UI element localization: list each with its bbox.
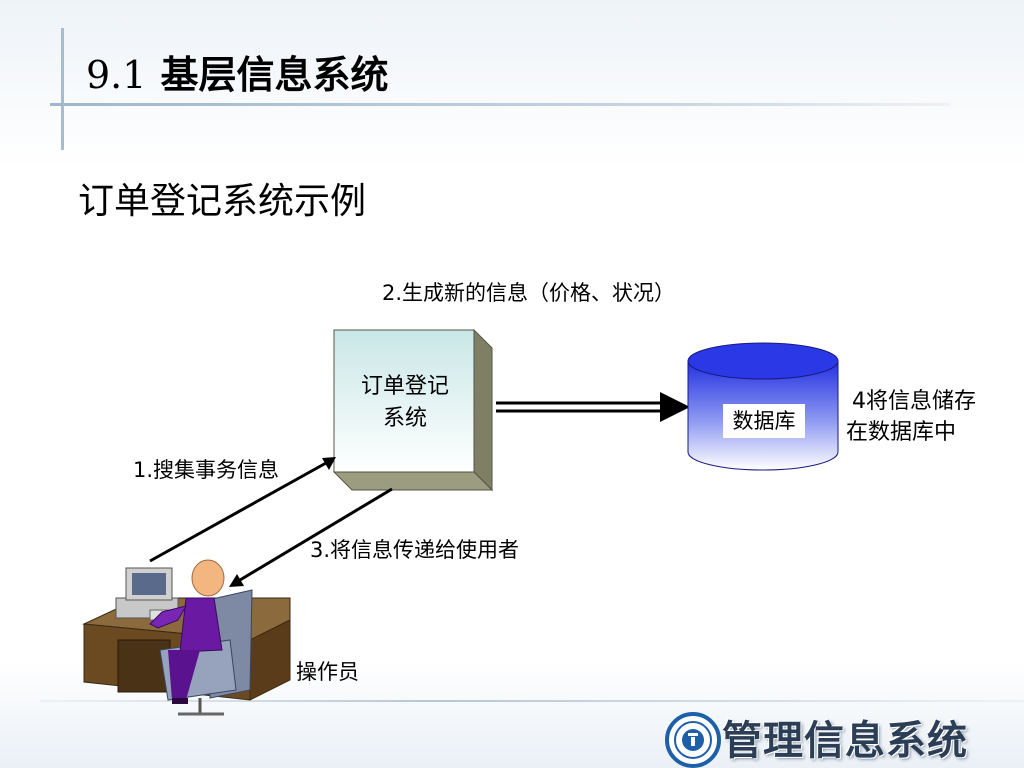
database-label: 数据库 <box>723 404 805 438</box>
step4-line1: 4将信息储存 <box>852 389 976 414</box>
step4-line2: 在数据库中 <box>846 420 957 445</box>
footer-line <box>40 700 1024 702</box>
operator-label: 操作员 <box>296 660 359 684</box>
title-text: 基层信息系统 <box>160 53 389 97</box>
step1-label: 1.搜集事务信息 <box>133 458 280 482</box>
slide-subtitle: 订单登记系统示例 <box>78 181 367 222</box>
section-number: 9.1 <box>86 53 147 97</box>
step3-label: 3.将信息传递给使用者 <box>310 538 520 562</box>
step2-label: 2.生成新的信息（价格、状况） <box>382 281 676 305</box>
deliver-arrow <box>229 487 393 587</box>
system-box-label: 订单登记 系统 <box>338 371 472 435</box>
collect-arrow <box>149 457 336 563</box>
operator-workstation-icon <box>82 559 291 716</box>
footer-logo-text: 管理信息系统 <box>722 718 968 764</box>
university-seal-icon <box>665 712 721 768</box>
store-arrow <box>496 392 690 422</box>
step4-label: 4将信息储存 在数据库中 <box>846 386 976 448</box>
header-vertical-line <box>61 28 64 150</box>
system-box <box>332 328 494 492</box>
slide-title: 9.1 基层信息系统 <box>86 44 388 99</box>
system-box-line2: 系统 <box>382 406 427 431</box>
header-horizontal-line <box>50 103 950 106</box>
system-box-line1: 订单登记 <box>360 374 449 399</box>
